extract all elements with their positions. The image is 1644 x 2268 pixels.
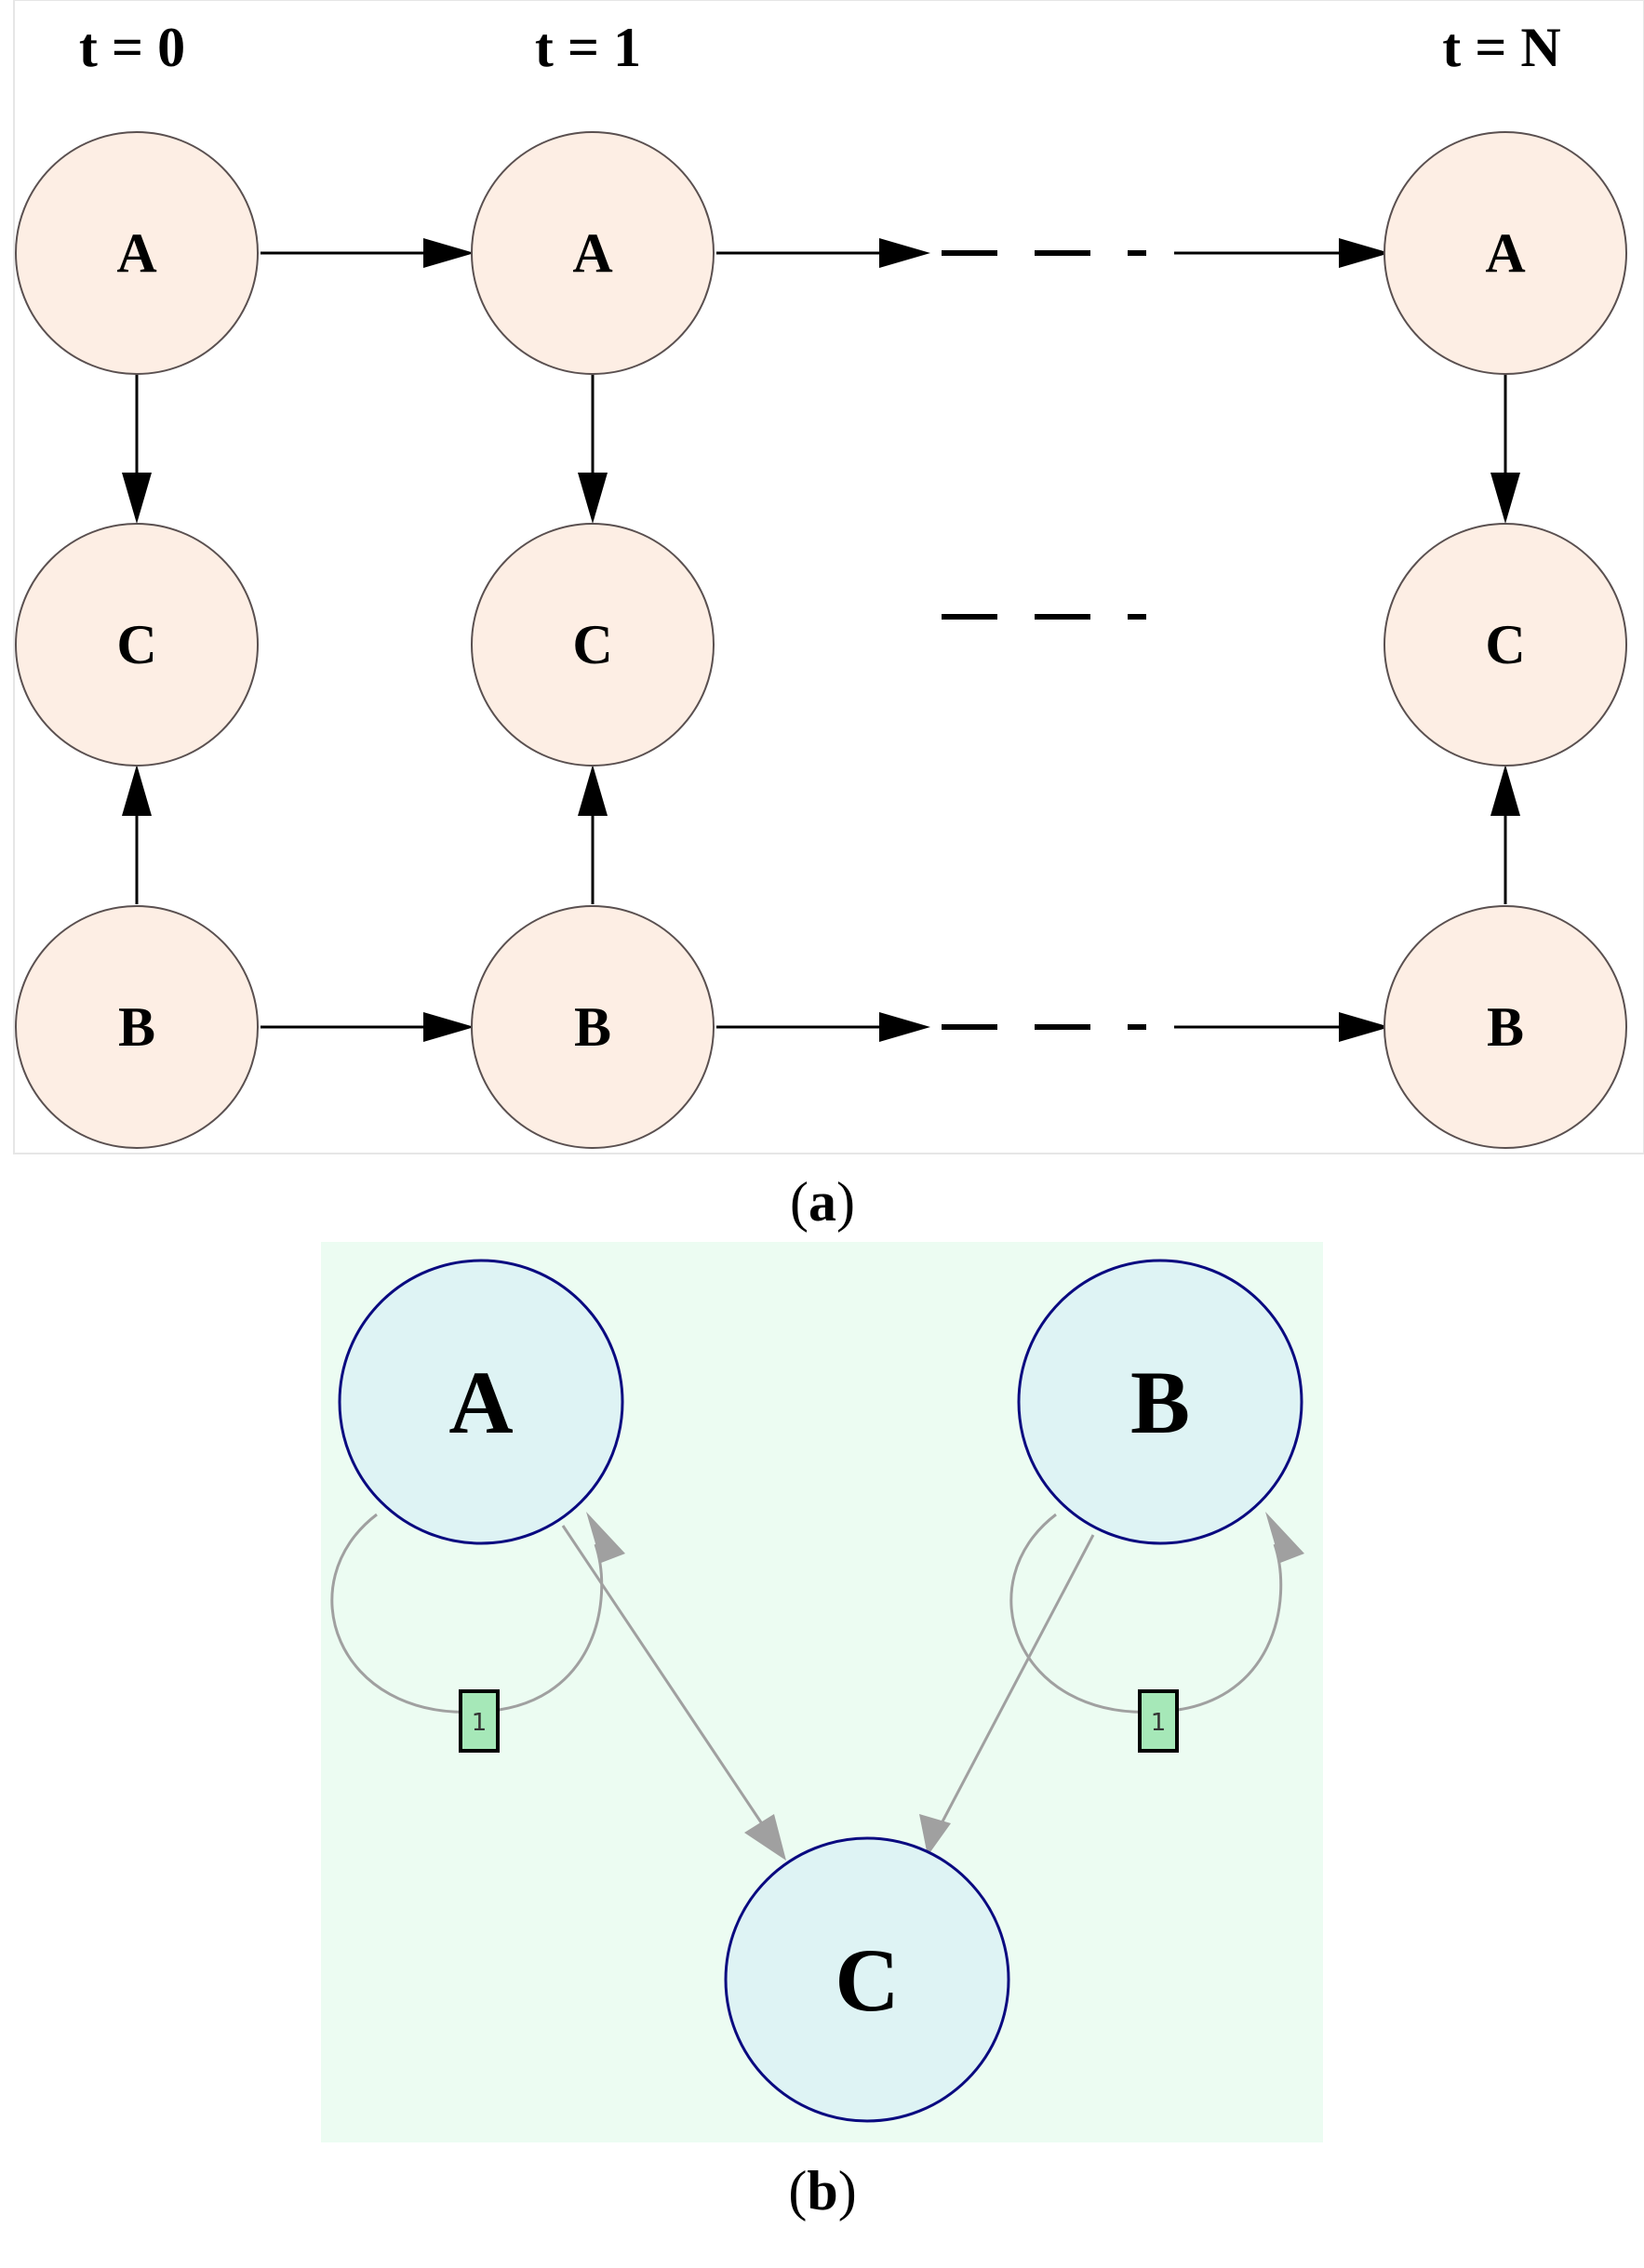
edge-a-c-arrowhead [744, 1814, 786, 1861]
panel-a-frame [13, 0, 1644, 1154]
node-a-t1-label: A [572, 222, 612, 284]
arrowhead-aN-cN [1490, 473, 1520, 524]
edge-b-c-line [940, 1534, 1095, 1824]
arrowhead-b0-c0 [122, 765, 152, 816]
time-label-t0: t = 0 [79, 17, 185, 78]
node-b-tN-label: B [1487, 996, 1524, 1058]
arrowhead-b1-c1 [578, 765, 608, 816]
node-a-tN-label: A [1485, 222, 1525, 284]
node-a-t0 [15, 131, 259, 375]
node-a-t1 [471, 131, 715, 375]
node-b-c [724, 1836, 1010, 2123]
edges-b-row [261, 1012, 1390, 1042]
weight-label-a: 1 [472, 1709, 488, 1737]
weight-box-b: 1 [1138, 1689, 1179, 1753]
node-b-c-label: C [835, 1930, 899, 2030]
edge-b-b-to-c [919, 1534, 1095, 1856]
time-label-tN: t = N [1442, 17, 1561, 78]
time-label-t1: t = 1 [535, 17, 641, 78]
edge-a-c-line [561, 1525, 767, 1829]
caption-b: (b) [788, 2160, 856, 2221]
arrowhead-a1-c1 [578, 473, 608, 524]
node-b-t0 [15, 905, 259, 1149]
arrowhead-a0-a1 [423, 238, 474, 268]
column-t0: A C B [15, 131, 259, 1149]
node-c-t1 [471, 523, 715, 767]
node-b-a-label: A [448, 1353, 513, 1452]
arrowhead-bN-cN [1490, 765, 1520, 816]
self-loop-b-arrowhead [1265, 1512, 1304, 1563]
weight-box-b-rect [1138, 1689, 1179, 1753]
column-t1: A C B [471, 131, 715, 1149]
caption-a: (a) [790, 1171, 855, 1233]
node-b-b-label: B [1130, 1353, 1190, 1452]
caption-a-letter: a [809, 1171, 836, 1233]
arrowhead-a0-c0 [122, 473, 152, 524]
self-loop-a-arrowhead [586, 1512, 625, 1563]
vertical-edges [122, 374, 1520, 904]
weight-label-b: 1 [1151, 1709, 1167, 1737]
column-tN: A C B [1383, 131, 1627, 1149]
panel-a: t = 0 t = 1 t = N [13, 0, 1644, 1154]
caption-b-text: (b) [788, 2160, 856, 2221]
node-c-tN [1383, 523, 1627, 767]
caption-a-text: (a) [790, 1171, 855, 1233]
arrowhead-gap-aN [1339, 238, 1390, 268]
arrowhead-b0-b1 [423, 1012, 474, 1042]
panel-b: 1 1 A B C [321, 1242, 1323, 2142]
edge-b-c-arrowhead [919, 1814, 951, 1856]
weight-box-a-rect [459, 1689, 500, 1753]
node-c-t0 [15, 523, 259, 767]
node-b-t1 [471, 905, 715, 1149]
arrowhead-a1-gap [879, 238, 930, 268]
node-b-t1-label: B [574, 996, 611, 1058]
arrowhead-b1-gap [879, 1012, 930, 1042]
node-a-t0-label: A [116, 222, 156, 284]
node-b-tN [1383, 905, 1627, 1149]
node-b-b [1017, 1259, 1303, 1545]
node-c-t0-label: C [116, 614, 156, 675]
weight-box-a: 1 [459, 1689, 500, 1753]
edge-b-a-to-c [561, 1525, 786, 1861]
caption-b-letter: b [807, 2160, 837, 2221]
node-c-tN-label: C [1485, 614, 1525, 675]
node-c-t1-label: C [572, 614, 612, 675]
node-b-a [338, 1259, 624, 1545]
arrowhead-gap-bN [1339, 1012, 1390, 1042]
edges-a-row [261, 238, 1390, 268]
node-a-tN [1383, 131, 1627, 375]
node-b-t0-label: B [118, 996, 155, 1058]
